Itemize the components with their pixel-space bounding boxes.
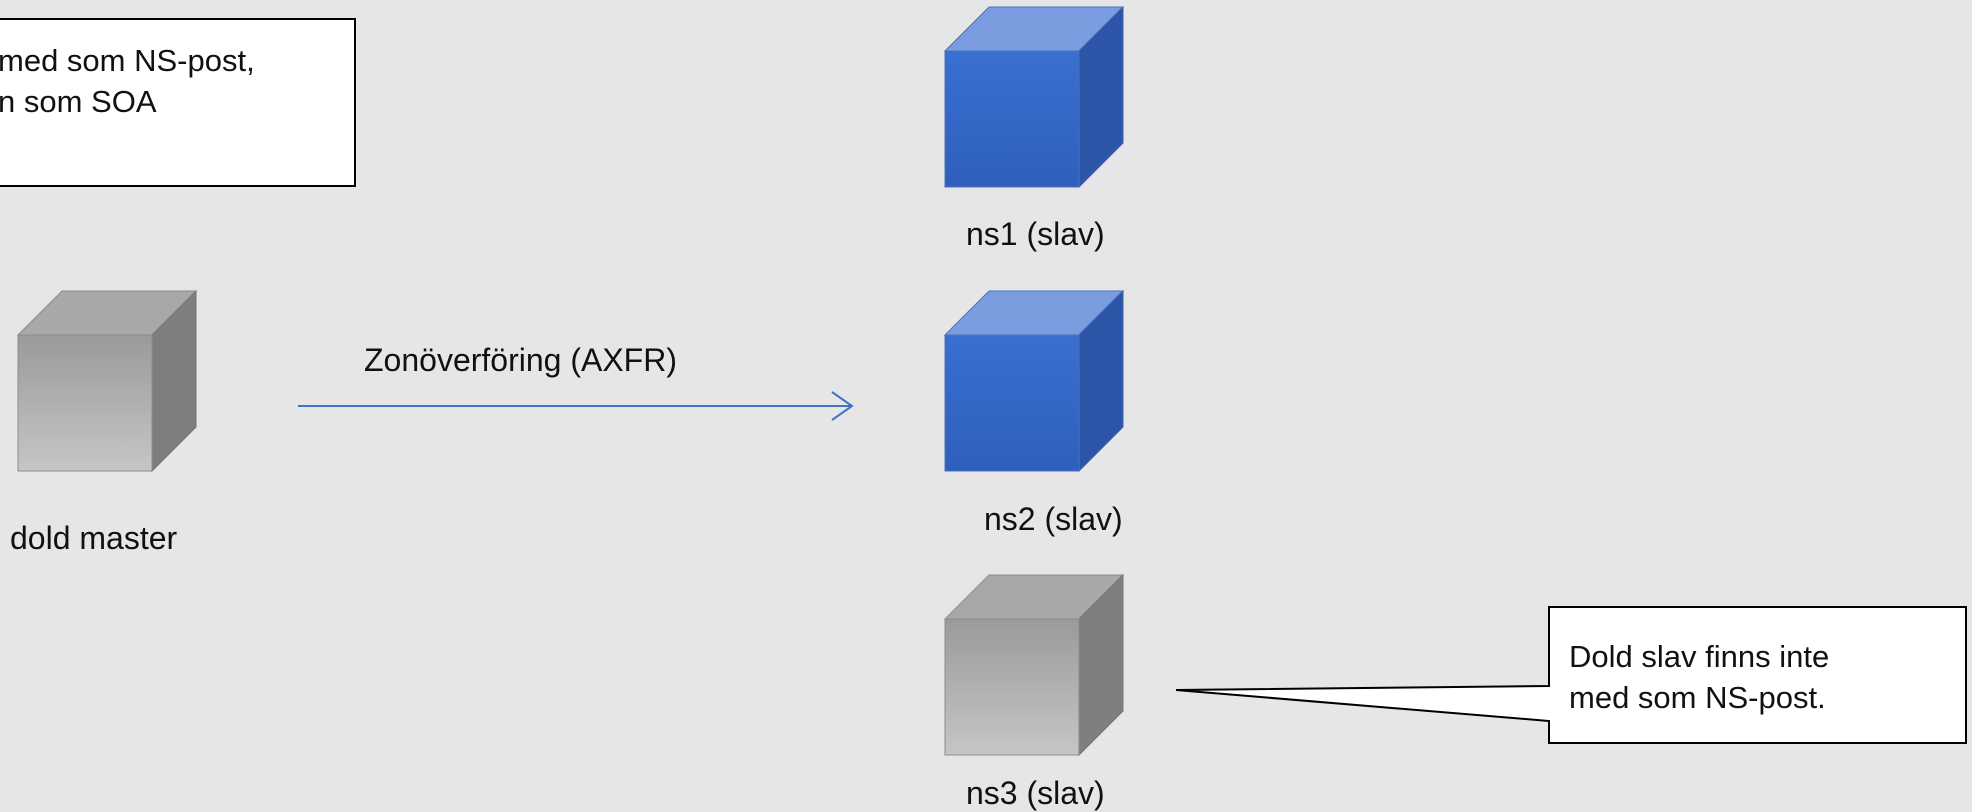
server-ns3-cube-icon xyxy=(943,573,1125,757)
callout-right-bubble xyxy=(1175,606,1967,744)
callout-top-left-text: med som NS-post, n som SOA xyxy=(0,40,255,122)
server-dold-master-cube-icon xyxy=(16,289,198,473)
callout-right-line-1: Dold slav finns inte xyxy=(1569,639,1830,674)
zone-transfer-label: Zonöverföring (AXFR) xyxy=(364,342,677,378)
server-dold-master-label: dold master xyxy=(10,520,178,556)
callout-top-left-line-2: n som SOA xyxy=(0,84,157,119)
callout-top-left-box xyxy=(0,18,356,187)
callout-top-left-line-1: med som NS-post, xyxy=(0,43,255,78)
server-ns2-cube-icon xyxy=(943,289,1125,473)
callout-right-text: Dold slav finns inte med som NS-post. xyxy=(1569,636,1829,718)
server-ns1-cube-icon xyxy=(943,5,1125,189)
server-ns2-label: ns2 (slav) xyxy=(984,501,1123,537)
callout-right-line-2: med som NS-post. xyxy=(1569,680,1826,715)
server-ns1-label: ns1 (slav) xyxy=(966,216,1105,252)
server-ns3-label: ns3 (slav) xyxy=(966,775,1105,811)
zone-transfer-arrow xyxy=(298,391,854,421)
